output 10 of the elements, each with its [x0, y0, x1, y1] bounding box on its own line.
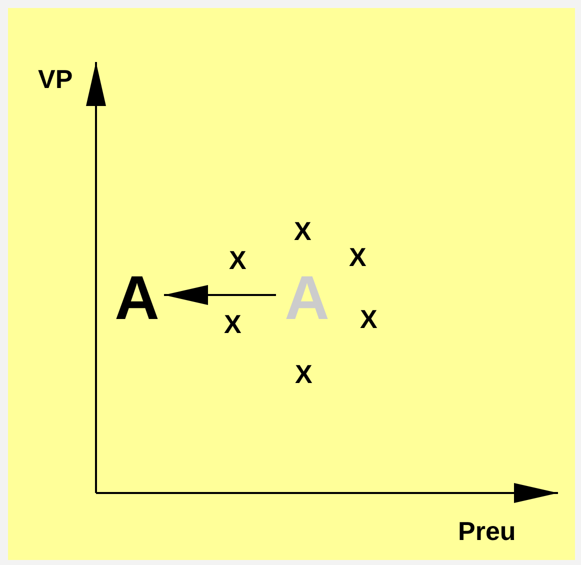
- point-marker: X: [229, 247, 246, 273]
- point-marker: X: [360, 306, 378, 332]
- point-marker: X: [349, 244, 366, 270]
- point-marker: X: [294, 218, 312, 244]
- point-marker: X: [224, 311, 242, 337]
- point-marker: X: [295, 361, 312, 387]
- axis-label: VP: [38, 66, 73, 92]
- arrow: [164, 285, 276, 305]
- axis-label: Preu: [458, 518, 516, 544]
- letter-label: A: [112, 268, 162, 330]
